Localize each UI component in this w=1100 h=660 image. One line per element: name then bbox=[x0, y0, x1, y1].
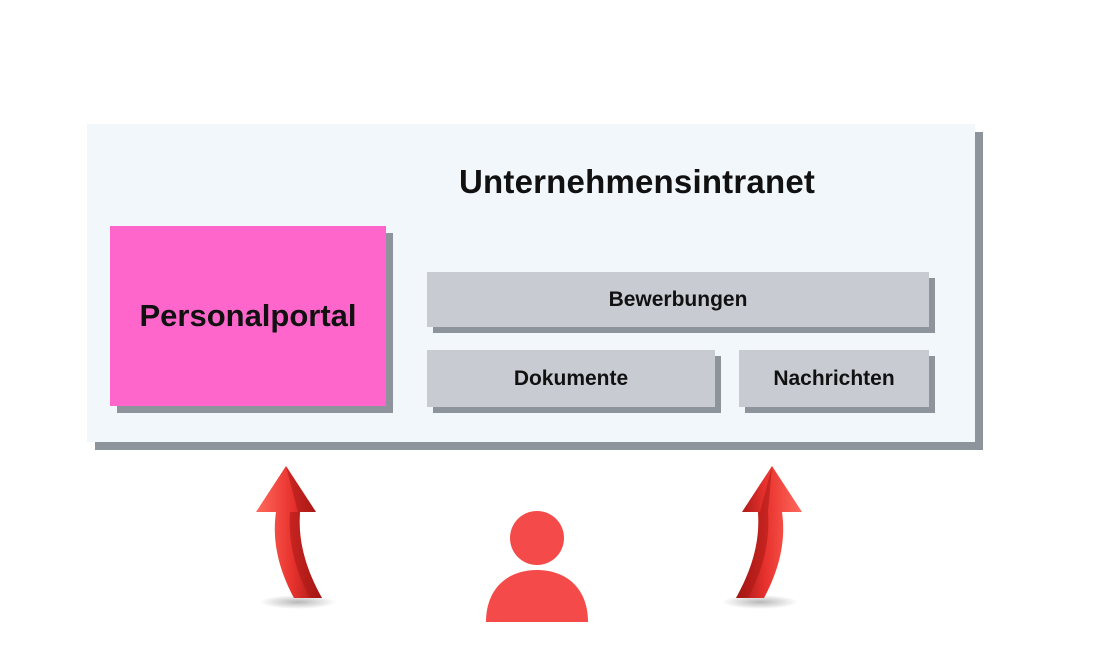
personal-portal-label: Personalportal bbox=[139, 298, 357, 333]
module-nachrichten: Nachrichten bbox=[739, 350, 929, 407]
personal-portal-box: Personalportal bbox=[110, 226, 386, 406]
module-bewerbungen: Bewerbungen bbox=[427, 272, 929, 327]
intranet-title: Unternehmensintranet bbox=[459, 163, 816, 200]
module-dokumente: Dokumente bbox=[427, 350, 715, 407]
curved-up-arrow-icon bbox=[722, 466, 802, 609]
curved-up-arrow-icon bbox=[256, 466, 336, 609]
user-icon bbox=[486, 511, 588, 622]
